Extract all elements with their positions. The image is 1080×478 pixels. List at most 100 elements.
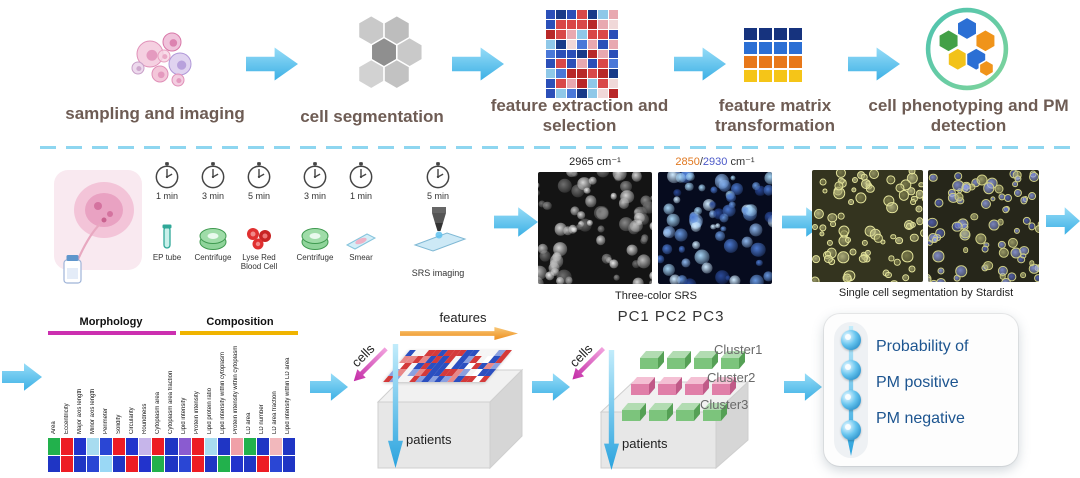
heatmap-cell [556,10,566,19]
heatmap-cell [256,438,269,455]
cell-dot [539,250,551,262]
cell-dot [909,233,919,242]
feature-label: Lipid protein ratio [207,387,213,434]
cell-dot [983,260,994,271]
feature-label: Cytoplasm area [155,391,161,434]
heatmap-cell [608,89,618,98]
stardist-image-b [928,170,1039,282]
cell-dot [715,270,729,284]
cell-dot [538,243,548,254]
cell-dot [1001,205,1010,214]
cell-dot [907,187,916,195]
stage-label-phenotyping: cell phenotyping and PM detection [868,96,1069,136]
cell-dot [932,250,945,262]
cell-dot [715,223,721,229]
cell-dot [595,235,606,245]
cell-dot [981,245,989,253]
heatmap-cell [598,59,608,69]
cell-dot [730,183,743,196]
flow-arrow-icon [674,47,726,81]
heatmap-cell [774,28,787,40]
heatmap-cell [556,79,566,89]
heatmap-cell [774,56,787,68]
cell-dot [954,192,964,202]
heatmap-cell [256,455,269,472]
heatmap-cell [774,70,787,82]
cell-dot [749,223,763,237]
patients-axis-label: patients [406,432,452,447]
cell-dot [544,271,555,281]
step-label: Smear [349,253,373,262]
cell-dot [861,239,868,246]
step-time: 5 min [426,191,449,201]
cell-dot [674,172,682,174]
heatmap-cell [566,69,577,79]
cell-dot [1029,171,1039,182]
feature-heatmap-icon [546,10,618,98]
timer-clock-icon [201,162,225,189]
flow-arrow-icon [532,373,570,401]
srs-objective-icon [407,207,469,266]
feature-label: Lipid intensity within cytoplasm [220,351,226,434]
heatmap-cell [774,42,787,54]
heatmap-cell [577,10,587,19]
cell-dot [812,255,821,264]
heatmap-cell [789,28,802,40]
feature-label: Lipid intensity [181,397,187,434]
cell-dot [824,254,833,263]
cell-dot [576,224,583,230]
heatmap-cell [598,10,608,19]
composition-header: Composition [206,316,274,328]
cell-dot [631,172,643,182]
cell-dot [842,273,852,282]
phenotyping-icon [925,7,1009,91]
cell-dot [920,228,923,237]
heatmap-cell [598,39,608,49]
cell-dot [637,254,651,268]
pc-axes-label: PC1 PC2 PC3 [617,308,725,325]
cell-dot [594,205,609,220]
cell-dot [813,208,824,219]
cell-dot [909,199,916,206]
cell-dot [719,213,729,223]
cell-dot [827,239,834,246]
cell-dot [557,178,573,193]
cell-dot [570,206,580,216]
prep-step-ep-tube: 1 min EP tube [144,162,190,271]
cell-dot [577,211,585,220]
pca-cluster-diagram: PC1 PC2 PC3 cells patients Cluster1 Clus… [566,308,778,478]
three-color-srs-caption: Three-color SRS [615,290,697,302]
feature-heatmap-strip [48,438,295,472]
cell-dot [726,192,737,203]
cell-dot [888,255,895,261]
feature-label: Minor axis length [90,388,96,434]
cell-dot [1028,192,1036,201]
heatmap-cell [546,49,556,59]
step-time: 3 min [201,191,224,201]
stardist-image-a [812,170,923,282]
cell-dot [750,242,766,258]
feature-label: Area [51,421,57,434]
heatmap-cell [556,89,566,98]
heatmap-cell [598,19,608,29]
cell-dot [937,267,945,275]
heatmap-cell [587,69,598,79]
prep-step-lyse-rbc: 5 min Lyse Red Blood Cell [236,162,282,271]
heatmap-cell [556,59,566,69]
cell-dot [1034,224,1039,233]
heatmap-cell [126,455,139,472]
heatmap-cell [556,49,566,59]
morphology-header: Morphology [79,316,143,328]
cell-dot [928,173,938,183]
step-time: 1 min [155,191,178,201]
feature-label: Major axis length [77,388,83,434]
cell-dot [690,222,701,233]
cell-dot [997,265,1009,277]
heatmap-cell [608,49,618,59]
cell-dot [663,203,675,215]
cell-dot [756,260,763,267]
cell-dot [612,172,627,181]
cell-dot [571,227,577,233]
heatmap-cell [152,438,165,455]
cell-dot [764,172,772,185]
